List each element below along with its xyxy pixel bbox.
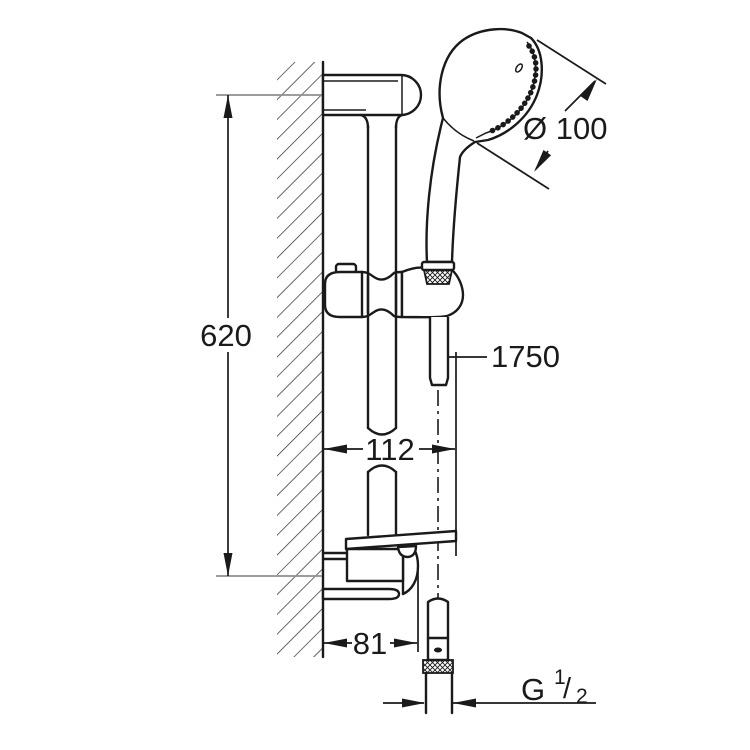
arrow-right-icon [432, 444, 455, 454]
head-handle-joint-line [442, 117, 475, 142]
handle-knurled-nut [422, 269, 454, 285]
thread-denominator: 2 [576, 685, 588, 708]
rail-break-lower-edge [366, 464, 398, 474]
holder-left-block [323, 270, 364, 319]
holder-top-saddle [360, 270, 404, 281]
bottom-bracket-body [345, 547, 405, 583]
arrow-down-icon [223, 553, 233, 576]
hose-lower-end [422, 597, 454, 715]
holder-bottom-saddle [360, 308, 404, 319]
arrow-right-icon [394, 638, 417, 648]
shower-head-and-handle [425, 27, 543, 264]
dim-diameter: Ø 100 [476, 39, 607, 190]
dim-1750-label: 1750 [491, 339, 560, 374]
dim-dia-extension-lower [476, 142, 550, 190]
hose-end-mark [434, 647, 442, 653]
arrow-up-right-icon [579, 79, 597, 101]
dim-81: 81 [322, 566, 419, 661]
hand-shower [420, 27, 543, 285]
dim-diameter-label: Ø 100 [523, 111, 607, 146]
hose-outlet [428, 317, 450, 600]
dim-dia-extension-upper [536, 39, 607, 85]
arrow-up-icon [223, 95, 233, 118]
wall-hatching [277, 62, 323, 657]
hose-end-body [426, 597, 450, 662]
hose-knurled-nut [422, 659, 454, 674]
dim-112: 112 [324, 352, 457, 556]
thread-numerator: 1 [554, 666, 566, 689]
rail-tube [366, 124, 398, 537]
bottom-assembly [321, 529, 458, 601]
arrow-left-icon [324, 638, 347, 648]
dim-620: 620 [200, 95, 252, 576]
dim-112-label: 112 [365, 432, 414, 467]
arrow-down-left-icon [534, 150, 552, 172]
hose-connector [428, 317, 450, 387]
thread-slash: / [563, 673, 572, 705]
arrow-left-icon [324, 444, 347, 454]
dim-81-label: 81 [353, 626, 387, 661]
dim-hose: 1750 [449, 339, 560, 374]
handle-nut-flange [420, 260, 456, 272]
dim-620-label: 620 [200, 318, 252, 353]
spray-nozzle-hole [514, 63, 524, 73]
dim-thread: G 1 / 2 [383, 666, 596, 708]
arrow-right-icon [402, 698, 425, 708]
top-bracket-body [321, 73, 423, 117]
thread-prefix: G [521, 672, 545, 707]
bottom-bracket-base-plate [321, 587, 401, 601]
shelf-hose-boss [396, 544, 418, 559]
spray-nozzle-dots [486, 43, 539, 135]
top-bracket [321, 73, 423, 130]
arrow-left-icon [453, 698, 476, 708]
rail-break-upper-edge [366, 426, 398, 436]
